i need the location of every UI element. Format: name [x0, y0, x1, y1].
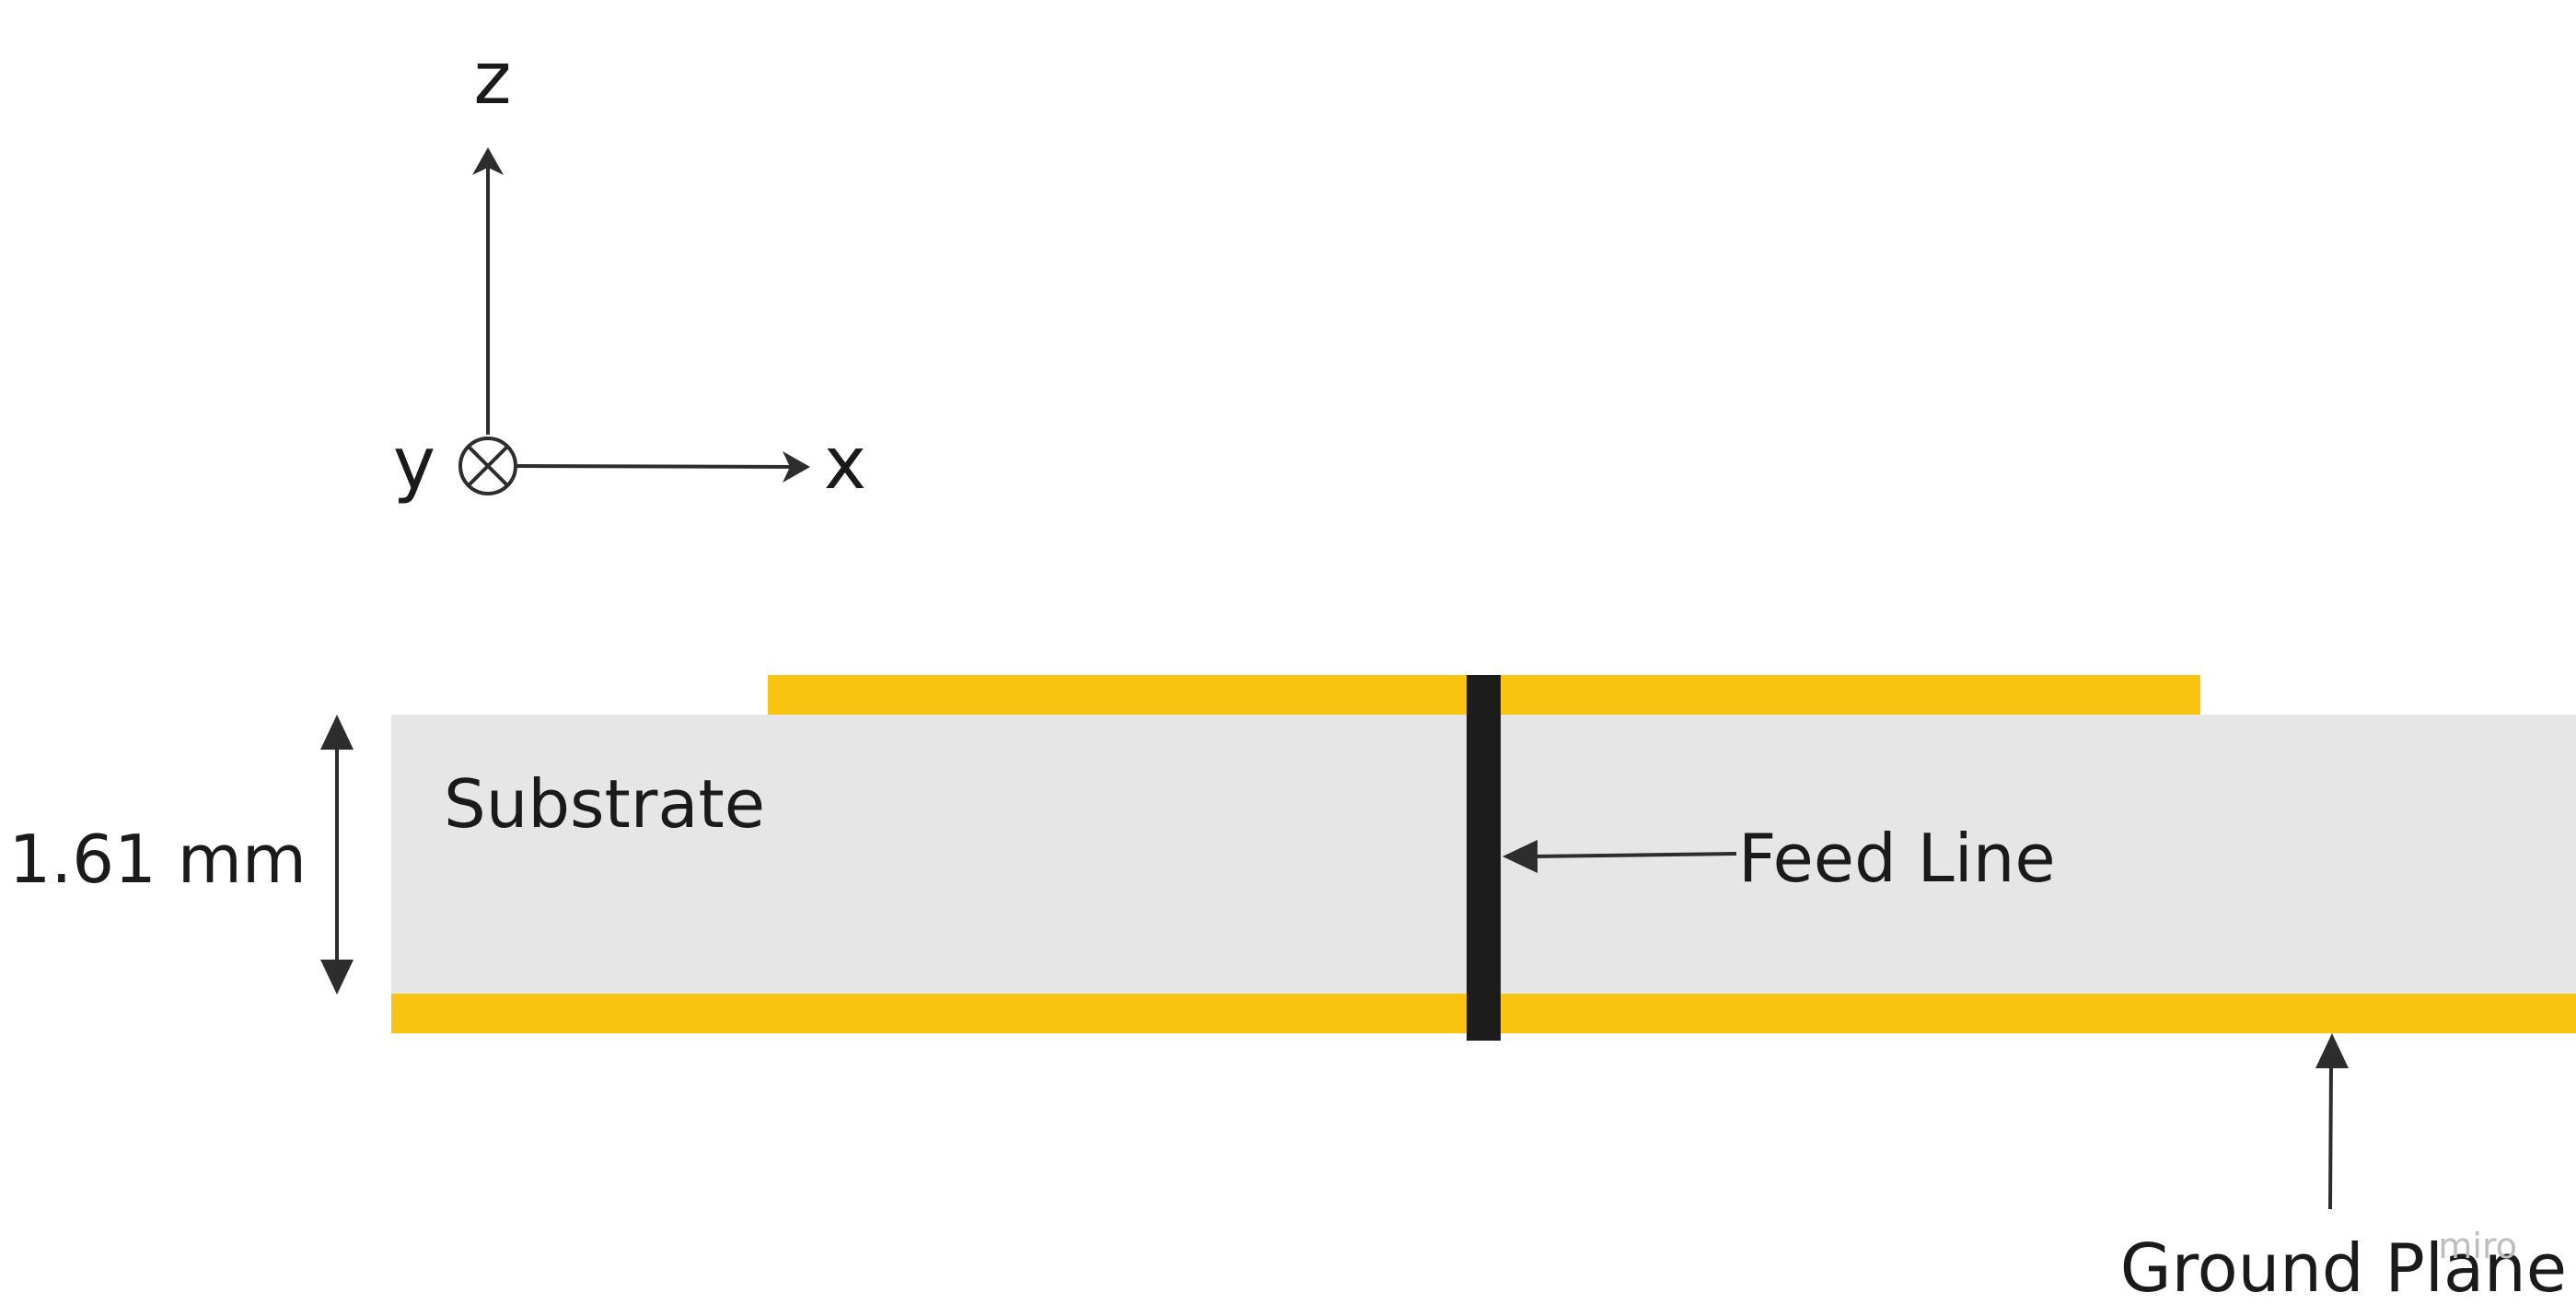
- z-axis-arrowhead: [472, 147, 504, 175]
- dimension-arrowhead-bottom: [320, 960, 354, 995]
- feed-line-pointer-line: [1531, 852, 1737, 858]
- y-axis-label: y: [393, 423, 435, 506]
- feed-line-label: Feed Line: [1738, 820, 2056, 897]
- ground-plane-pointer: Ground Plane: [2120, 1033, 2567, 1307]
- z-axis-label: z: [474, 38, 512, 121]
- x-axis-label: x: [824, 423, 866, 506]
- ground-plane-pointer-line: [2328, 1064, 2333, 1210]
- coordinate-axes: z x y: [393, 38, 866, 506]
- x-axis-arrowhead: [783, 451, 810, 483]
- feed-line: [1467, 675, 1501, 1041]
- x-axis-line: [516, 464, 795, 469]
- substrate-label: Substrate: [444, 765, 765, 843]
- dimension-label: 1.61 mm: [9, 821, 307, 898]
- ground-plane-label: Ground Plane: [2120, 1229, 2567, 1307]
- thickness-dimension: 1.61 mm: [9, 715, 354, 995]
- feed-line-pointer: Feed Line: [1503, 820, 2056, 897]
- ground-plane-pointer-arrowhead: [2315, 1033, 2349, 1068]
- miro-watermark: miro: [2438, 1226, 2517, 1266]
- feed-line-pointer-arrowhead: [1503, 840, 1537, 873]
- y-axis-into-page-icon: [458, 437, 517, 495]
- dimension-arrowhead-top: [320, 715, 354, 750]
